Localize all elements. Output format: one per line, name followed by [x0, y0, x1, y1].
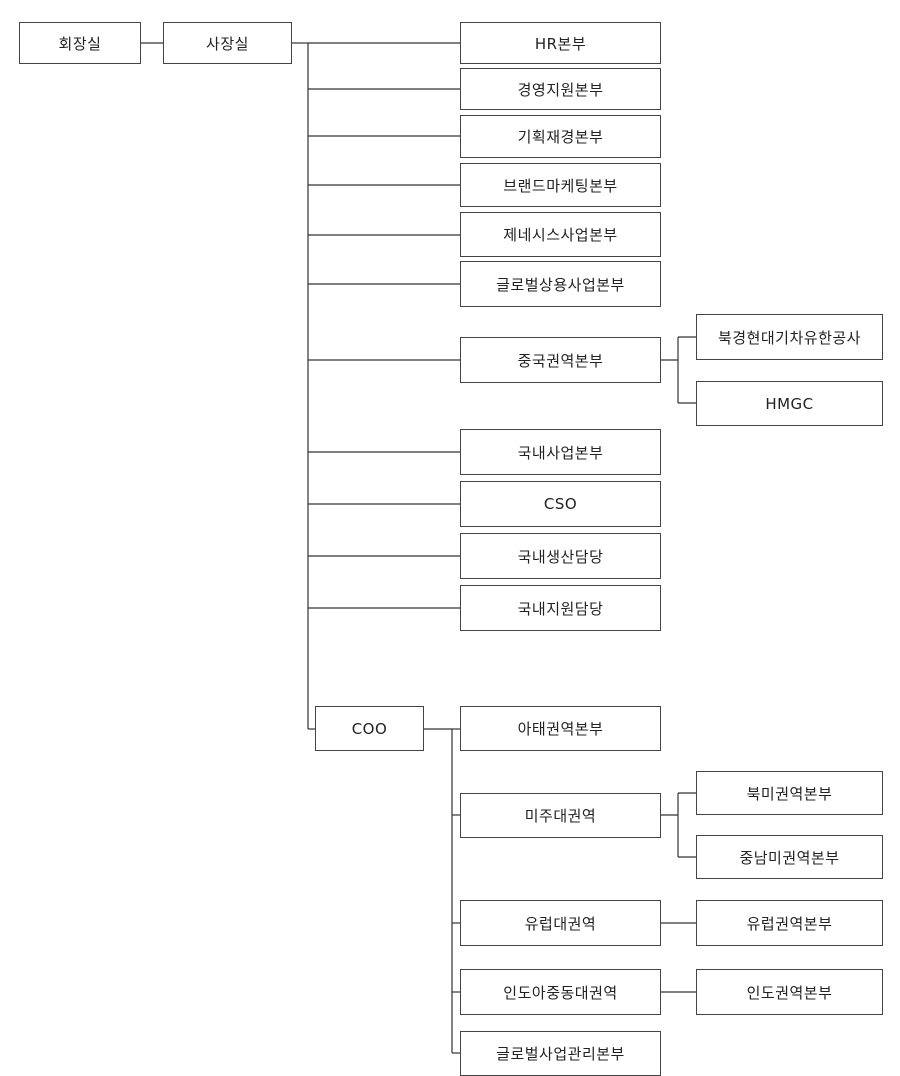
- hq-box: 경영지원본부: [460, 68, 661, 110]
- americas-sub-box: 중남미권역본부: [696, 835, 883, 879]
- hq-label: 국내사업본부: [517, 443, 604, 462]
- hq-label: HR본부: [534, 34, 587, 53]
- americas-sub-box: 북미권역본부: [696, 771, 883, 815]
- europe-sub-box: 유럽권역본부: [696, 900, 883, 946]
- hq-box: 글로벌상용사업본부: [460, 261, 661, 307]
- coo-unit-label: 글로벌사업관리본부: [496, 1045, 625, 1063]
- china-sub-label: 북경현대기차유한공사: [717, 328, 861, 347]
- hq-label: 경영지원본부: [517, 80, 604, 99]
- hq-label: CSO: [543, 495, 578, 513]
- coo-unit-label: 아태권역본부: [517, 720, 604, 738]
- hq-box: 국내지원담당: [460, 585, 661, 631]
- coo-unit-label: 유럽대권역: [524, 914, 597, 933]
- hq-label: 기획재경본부: [517, 128, 604, 146]
- chairman-office-label: 회장실: [58, 34, 102, 53]
- coo-unit-box: 유럽대권역: [460, 900, 661, 946]
- americas-sub-label: 북미권역본부: [746, 784, 833, 803]
- hq-box: 국내사업본부: [460, 429, 661, 475]
- hq-label: 국내지원담당: [517, 599, 604, 618]
- coo-unit-box: 미주대권역: [460, 793, 661, 838]
- president-office-label: 사장실: [206, 34, 249, 53]
- hq-label: 브랜드마케팅본부: [503, 176, 618, 195]
- coo-unit-box: 인도아중동대권역: [460, 969, 661, 1015]
- chairman-office-box: 회장실: [19, 22, 141, 64]
- hq-box: 기획재경본부: [460, 115, 661, 158]
- coo-box: COO: [315, 706, 424, 751]
- hq-label: 국내생산담당: [517, 547, 604, 566]
- hq-label: 중국권역본부: [517, 351, 604, 370]
- coo-unit-box: 글로벌사업관리본부: [460, 1031, 661, 1076]
- china-sub-box: 북경현대기차유한공사: [696, 314, 883, 360]
- china-sub-box: HMGC: [696, 381, 883, 426]
- coo-label: COO: [351, 719, 388, 738]
- coo-unit-label: 미주대권역: [524, 807, 597, 825]
- coo-unit-box: 아태권역본부: [460, 706, 661, 751]
- president-office-box: 사장실: [163, 22, 292, 64]
- hq-box: 국내생산담당: [460, 533, 661, 579]
- americas-sub-label: 중남미권역본부: [739, 848, 840, 867]
- hq-box: 제네시스사업본부: [460, 212, 661, 257]
- coo-unit-label: 인도아중동대권역: [503, 983, 618, 1002]
- hq-label: 제네시스사업본부: [503, 226, 618, 244]
- hq-box: CSO: [460, 481, 661, 527]
- india-sub-label: 인도권역본부: [746, 983, 833, 1002]
- india-sub-box: 인도권역본부: [696, 969, 883, 1015]
- europe-sub-label: 유럽권역본부: [746, 914, 833, 933]
- hq-box: 중국권역본부: [460, 337, 661, 383]
- china-sub-label: HMGC: [765, 394, 814, 413]
- hq-label: 글로벌상용사업본부: [496, 275, 625, 294]
- hq-box: 브랜드마케팅본부: [460, 163, 661, 207]
- hq-box: HR본부: [460, 22, 661, 64]
